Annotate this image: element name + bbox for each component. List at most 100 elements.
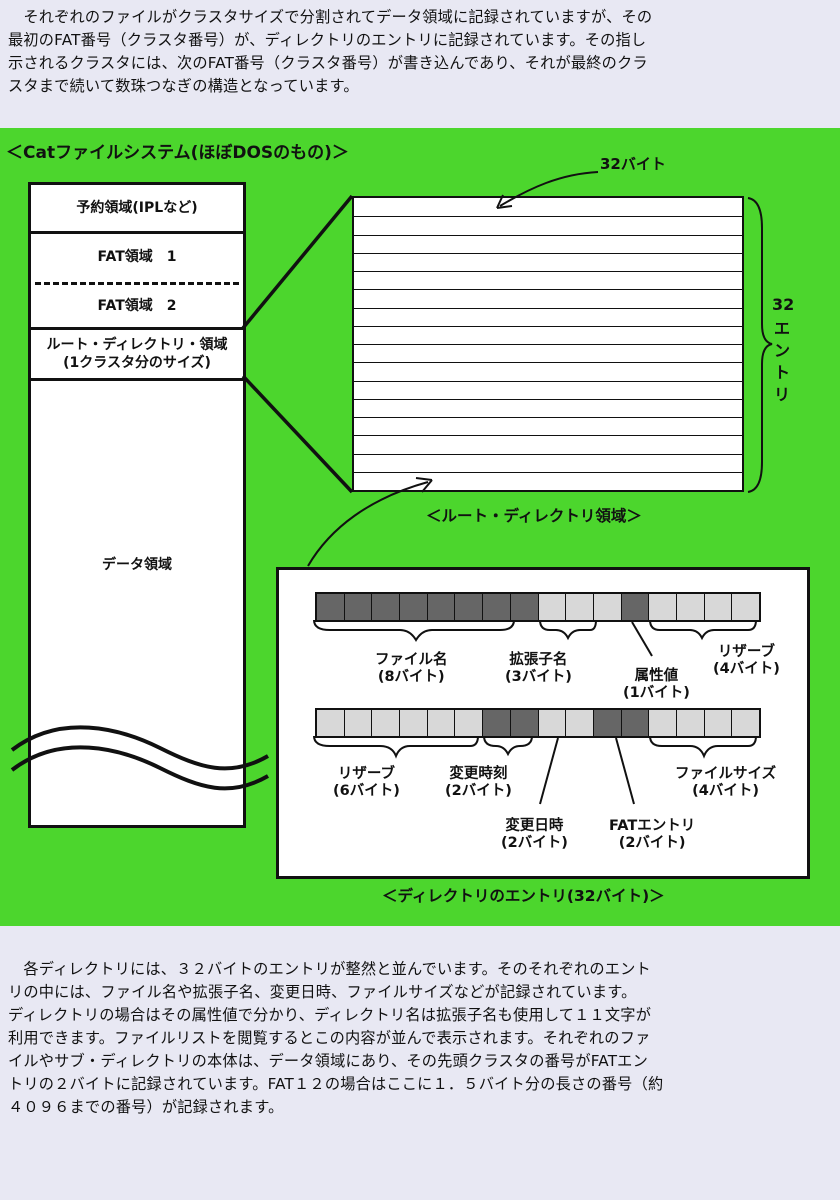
byte-cell [732,710,759,736]
entry-count-char: リ [774,385,791,404]
entry-count-char: ン [774,341,791,360]
entry-arrow-curve [307,481,429,567]
byte-cell [483,594,511,620]
byte-cell [538,710,567,736]
entry-bytes-row1 [315,592,761,622]
table-row-divider [354,435,742,437]
body-line: ディレクトリの場合はその属性値で分かり、ディレクトリ名は拡張子名も使用して１１文… [8,1006,652,1024]
intro-line: 最初のFAT番号（クラスタ番号）が、ディレクトリのエントリに記録されています。そ… [8,31,647,49]
fat-divider-dashed [35,282,239,285]
entries-brace [747,197,773,493]
table-row-divider [354,417,742,418]
byte-cell [649,594,677,620]
reserved-area-cell: 予約領域(IPLなど) [31,185,243,231]
field-file-size-name: ファイルサイズ [675,766,777,782]
reserved-area-label: 予約領域(IPLなど) [76,199,198,216]
table-row-divider [354,289,742,291]
intro-line: それぞれのファイルがクラスタサイズで分割されてデータ領域に記録されていますが、そ… [8,8,653,26]
byte-cell [676,710,705,736]
table-row-divider [354,234,742,236]
field-reserve-4: リザーブ (4バイト) [713,644,780,677]
body-paragraph: 各ディレクトリには、３２バイトのエントリが整然と並んでいます。そのそれぞれのエン… [8,958,834,1119]
directory-entry-box: ファイル名 (8バイト) 拡張子名 (3バイト) 属性値 (1バイト) リザーブ… [276,567,810,879]
byte-cell [538,594,567,620]
byte-cell [621,594,650,620]
table-row-divider [354,344,742,345]
table-row-divider [354,252,742,254]
disk-layout-column: 予約領域(IPLなど) FAT領域 1 FAT領域 2 ルート・ディレクトリ・領… [28,182,246,828]
body-line: 利用できます。ファイルリストを閲覧するとこの内容が並んで表示されます。それぞれの… [8,1029,651,1047]
fat1-cell: FAT領域 1 [31,234,243,280]
table-row-divider [354,471,742,473]
byte-cell [400,594,428,620]
entry-caption: ＜ディレクトリのエントリ(32バイト)＞ [382,887,665,905]
body-line: イルやサブ・ディレクトリの本体は、データ領域にあり、その先頭クラスタの番号がFA… [8,1052,648,1070]
byte-cell [566,594,594,620]
entry-bytes-row2 [315,708,761,738]
root-directory-table [352,196,744,492]
field-fat-entry-name: FATエントリ [609,818,696,834]
byte-cell [455,594,484,620]
field-filename: ファイル名 (8バイト) [375,652,448,685]
byte-cell [427,710,456,736]
root-dir-cell: ルート・ディレクトリ・領域 (1クラスタ分のサイズ) [31,330,243,378]
data-area-label: データ領域 [102,556,172,573]
entry-count-text: エ ン ト リ [774,318,790,406]
byte-cell [732,594,759,620]
field-attribute-size: (1バイト) [623,684,690,701]
diagram-panel: ＜Catファイルシステム(ほぼDOSのもの)＞ 予約領域(IPLなど) FAT領… [0,128,840,926]
fat2-cell: FAT領域 2 [31,285,243,327]
entry-count-number: 32 [772,295,795,314]
entry-width-label: 32バイト [600,155,666,173]
field-extension-size: (3バイト) [505,668,572,685]
byte-cell [566,710,594,736]
field-modified-time: 変更時刻 (2バイト) [445,766,512,799]
field-filename-name: ファイル名 [375,652,448,668]
byte-cell [676,594,705,620]
field-modified-date: 変更日時 (2バイト) [501,818,568,851]
byte-cell [400,710,428,736]
byte-cell [372,594,401,620]
expand-line-bottom [241,374,354,494]
body-line: ４０９６までの番号）が記録されます。 [8,1098,284,1116]
diagram-title: ＜Catファイルシステム(ほぼDOSのもの)＞ [6,143,349,163]
byte-cell [510,710,539,736]
body-line: トリの２バイトに記録されています。FAT１２の場合はここに１．５バイト分の長さの… [8,1075,664,1093]
field-extension-name: 拡張子名 [509,652,568,668]
field-attribute: 属性値 (1バイト) [623,668,690,701]
cell-divider [31,231,243,234]
byte-cell [372,710,401,736]
body-line: リの中には、ファイル名や拡張子名、変更日時、ファイルサイズなどが記録されています… [8,983,637,1001]
expand-line-top [241,194,354,330]
table-row-divider [354,398,742,400]
byte-cell [704,710,733,736]
data-area-cell: データ領域 [31,545,243,585]
cell-divider [31,378,243,381]
table-row-divider [354,453,742,455]
field-fat-entry: FATエントリ (2バイト) [609,818,695,851]
table-row-divider [354,307,742,309]
byte-cell [593,594,622,620]
byte-cell [510,594,539,620]
field-modified-date-size: (2バイト) [501,834,568,851]
fat2-label: FAT領域 2 [97,297,177,314]
intro-paragraph: それぞれのファイルがクラスタサイズで分割されてデータ領域に記録されていますが、そ… [8,6,834,98]
field-reserve-6: リザーブ (6バイト) [333,766,400,799]
field-extension: 拡張子名 (3バイト) [505,652,572,685]
field-reserve-4-size: (4バイト) [713,660,780,677]
byte-cell [621,710,650,736]
cell-divider [31,327,243,330]
field-attribute-name: 属性値 [634,668,679,684]
field-reserve-6-name: リザーブ [337,766,395,782]
byte-cell [649,710,677,736]
fat1-label: FAT領域 1 [97,248,177,265]
table-row-divider [354,380,742,382]
byte-cell [344,594,373,620]
intro-line: スタまで続いて数珠つなぎの構造となっています。 [8,77,359,95]
byte-cell [704,594,733,620]
root-dir-label: ルート・ディレクトリ・領域 [46,336,228,353]
byte-cell [317,594,345,620]
field-reserve-4-name: リザーブ [717,644,775,660]
byte-cell [344,710,373,736]
byte-cell [317,710,345,736]
